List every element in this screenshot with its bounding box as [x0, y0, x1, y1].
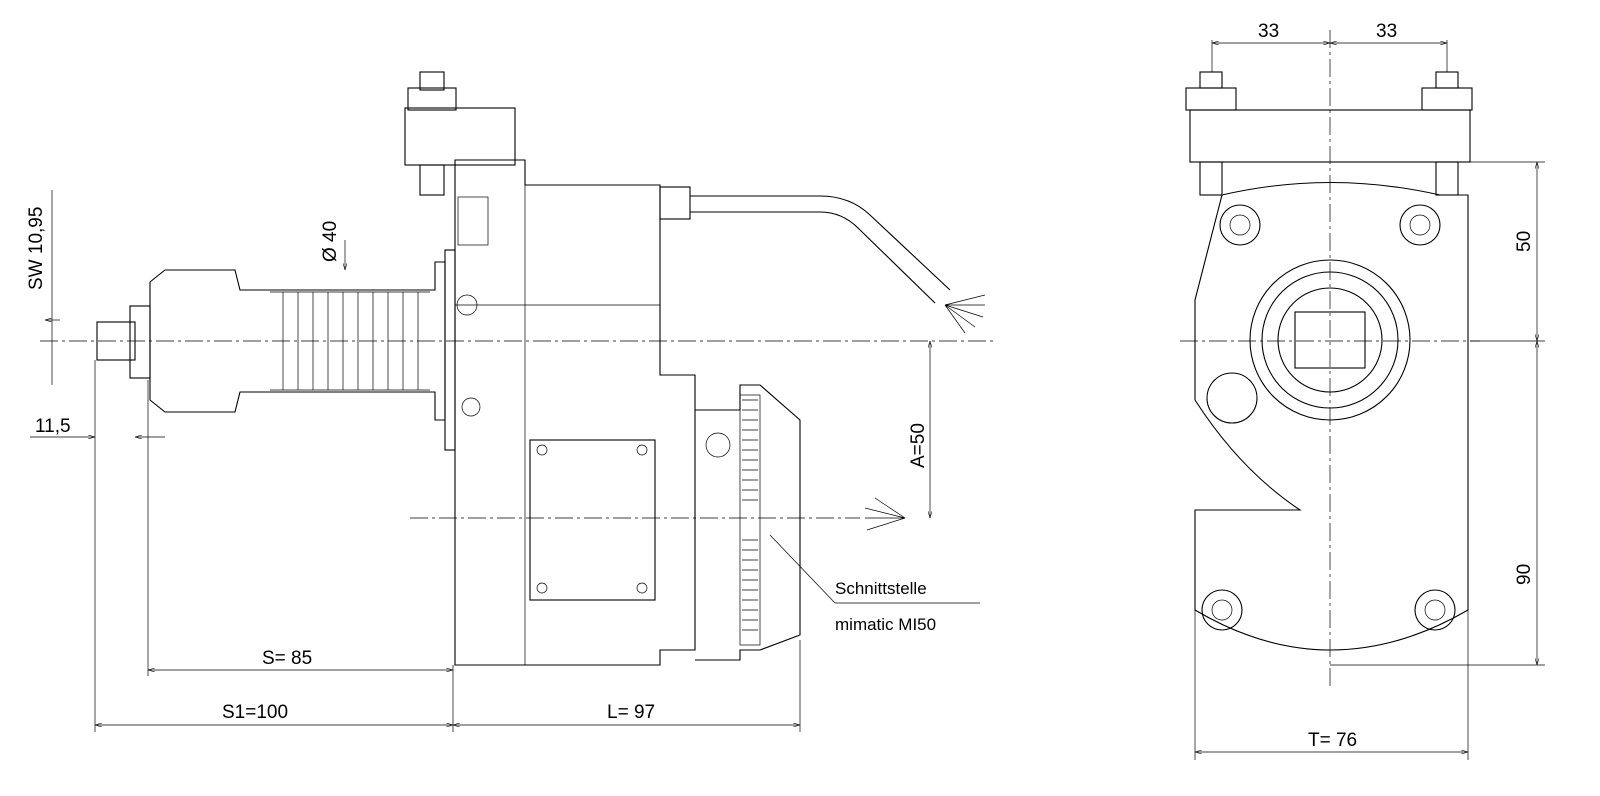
housing-outline	[1194, 182, 1469, 651]
square-drive	[96, 321, 136, 361]
housing	[454, 159, 696, 666]
spray-icon-2	[864, 497, 906, 531]
interface-label: Schnittstelle	[835, 579, 927, 598]
interface-model-label: mimatic MI50	[835, 615, 936, 634]
bolt	[419, 164, 445, 196]
lower-height-dimension: 90	[1514, 564, 1535, 585]
l-dimension: L= 97	[607, 702, 655, 723]
screw-icon	[1211, 599, 1233, 621]
coolant-pipe	[690, 195, 951, 304]
clamp-block	[404, 107, 516, 166]
upper-height-dimension: 50	[1514, 231, 1535, 252]
bolt-spacing-left: 33	[1258, 21, 1279, 42]
t-dimension: T= 76	[1308, 730, 1357, 751]
bolt-spacing-right: 33	[1376, 21, 1397, 42]
a-dimension: A=50	[908, 423, 929, 468]
spray-icon	[944, 294, 986, 334]
thread-section	[270, 291, 430, 391]
pipe-fitting	[659, 186, 691, 220]
s1-dimension: S1=100	[222, 702, 288, 723]
screw-icon	[1229, 214, 1251, 236]
screw-icon	[1424, 599, 1446, 621]
top-plate	[1189, 109, 1471, 163]
gear-teeth	[739, 394, 761, 646]
front-view: 33 33 50 90 T= 76	[1180, 21, 1545, 760]
sw-dimension: SW 10,95	[26, 207, 47, 290]
nut	[407, 87, 457, 111]
flange	[444, 249, 456, 451]
output-head	[695, 384, 801, 661]
side-view: SW 10,95 Ø 40 11,5 S= 85 S1=100 L= 97 A=…	[26, 71, 995, 732]
screw-icon	[1409, 214, 1431, 236]
diameter-dimension: Ø 40	[320, 221, 341, 262]
screw-icon	[461, 397, 481, 417]
bearing-ring	[1249, 259, 1411, 421]
offset-dimension: 11,5	[35, 416, 71, 437]
shaft-collar	[129, 305, 151, 379]
s-dimension: S= 85	[262, 648, 312, 669]
cover-plate	[529, 439, 656, 601]
